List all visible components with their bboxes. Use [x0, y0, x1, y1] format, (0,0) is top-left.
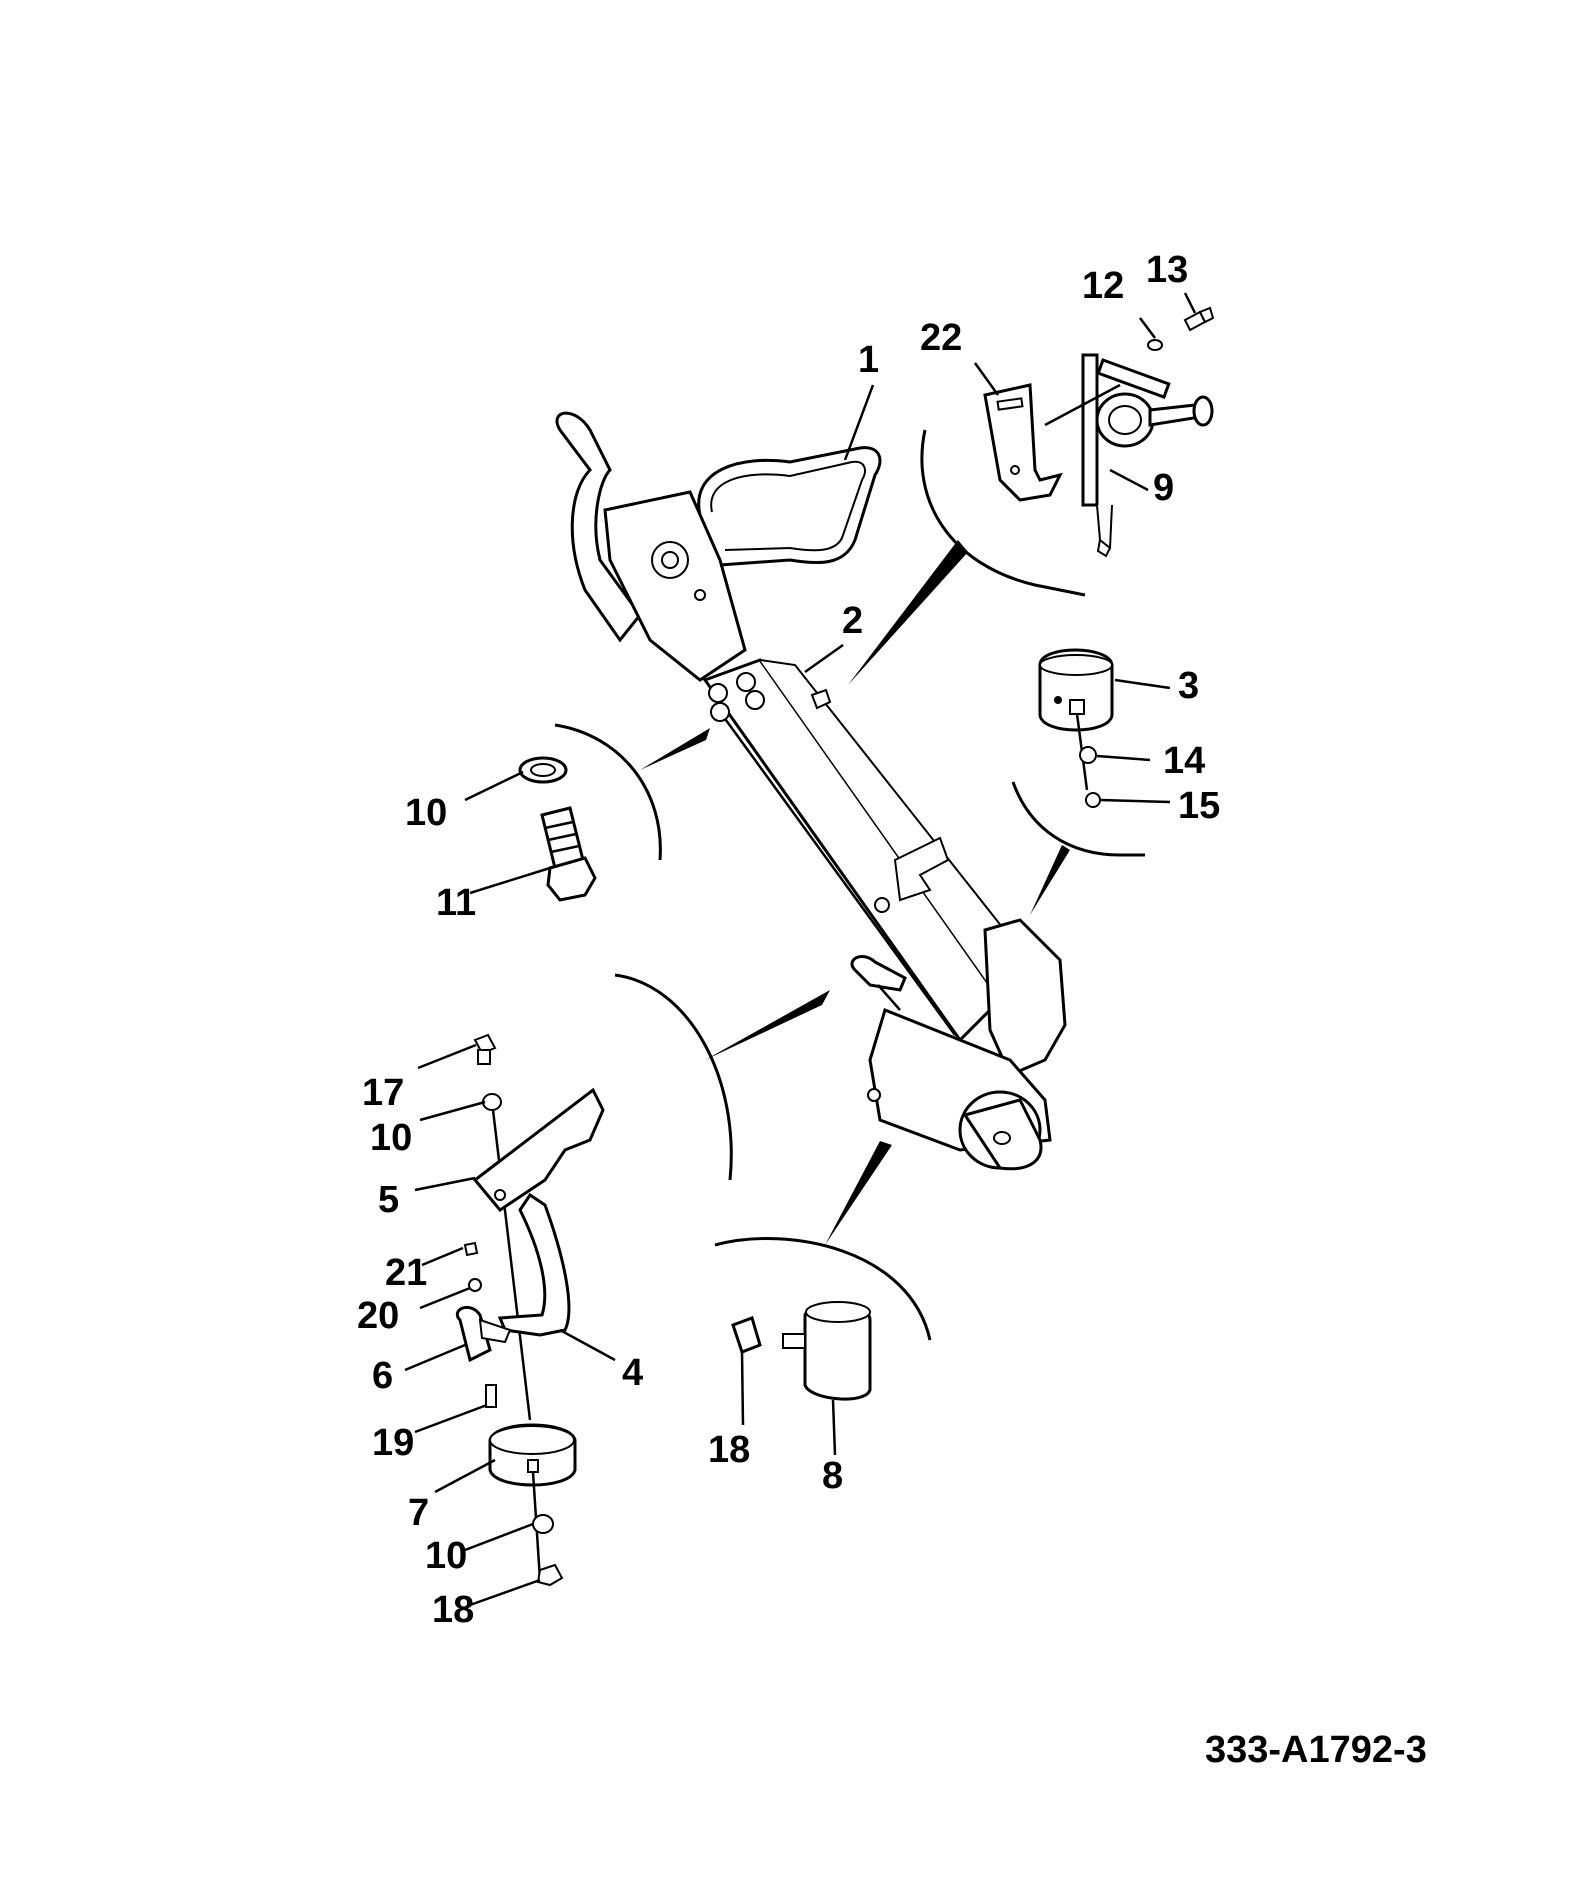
callout-3: 3 [1178, 665, 1199, 707]
callout-14: 14 [1163, 740, 1205, 782]
callout-10-bottom: 10 [425, 1535, 467, 1577]
callout-7: 7 [408, 1492, 429, 1534]
callout-22: 22 [920, 317, 962, 359]
detail-arc-top-right [920, 429, 1086, 597]
detail-wheel-right [1011, 648, 1145, 915]
callout-10-left: 10 [405, 792, 447, 834]
drawing-code: 333-A1792-3 [1205, 1729, 1427, 1771]
callout-5: 5 [378, 1179, 399, 1221]
callout-9: 9 [1153, 467, 1174, 509]
callout-15: 15 [1178, 785, 1220, 827]
pointer-triangle [848, 540, 968, 685]
detail-stand-assembly [456, 1033, 605, 1587]
callout-10-stand: 10 [370, 1117, 412, 1159]
callout-2: 2 [842, 600, 863, 642]
callout-11: 11 [436, 882, 476, 924]
callout-18-bottom: 18 [432, 1589, 474, 1631]
callout-17: 17 [362, 1072, 404, 1114]
callout-18-center: 18 [708, 1429, 750, 1471]
callout-4: 4 [622, 1352, 643, 1394]
detail-bolt-left [518, 723, 710, 902]
detail-wheel-bottom [714, 1141, 932, 1401]
detail-fuel-valve [848, 306, 1215, 685]
leader-lines [404, 292, 1197, 1607]
callout-13: 13 [1146, 249, 1188, 291]
callout-12: 12 [1082, 265, 1124, 307]
callout-labels: 1 2 3 4 5 6 7 8 9 10 10 10 11 12 13 14 1… [357, 249, 1220, 1631]
callout-6: 6 [372, 1355, 393, 1397]
callout-19: 19 [372, 1422, 414, 1464]
callout-8: 8 [822, 1455, 843, 1497]
callout-20: 20 [357, 1295, 399, 1337]
callout-21: 21 [385, 1252, 427, 1294]
detail-arc-center-left [614, 973, 830, 1181]
callout-1: 1 [858, 339, 879, 381]
main-frame-assembly [555, 411, 1067, 1171]
